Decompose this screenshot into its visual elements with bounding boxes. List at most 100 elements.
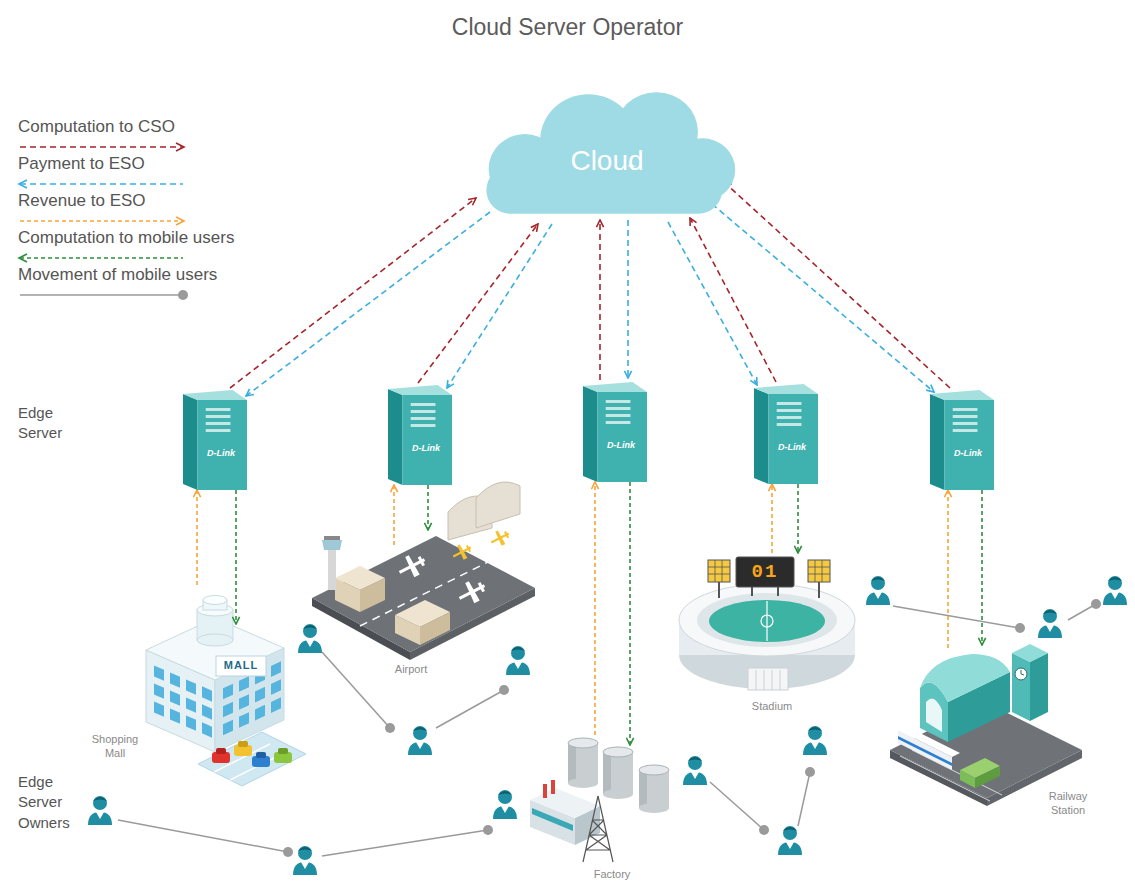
shopping-mall-illustration-part <box>238 741 248 747</box>
legend-line-sample <box>18 178 190 190</box>
movement-lines-part <box>499 685 509 695</box>
shopping-mall-illustration-part-part <box>186 697 196 712</box>
server-vent <box>206 429 231 432</box>
shopping-mall-illustration-part <box>216 656 266 676</box>
shopping-mall-illustration-part-part <box>271 697 281 713</box>
stadium-illustration-part <box>777 587 779 596</box>
dashed-arrow <box>196 490 198 585</box>
airport-illustration-part <box>450 541 474 564</box>
factory-illustration-part <box>543 784 547 798</box>
site-label: Shopping Mall <box>86 733 144 761</box>
factory-illustration <box>530 738 669 862</box>
dashed-arrow <box>418 224 538 383</box>
server-top <box>388 385 452 395</box>
site-label: Railway Station <box>1038 790 1098 818</box>
server-vent <box>606 414 631 417</box>
legend-text: Movement of mobile users <box>18 265 217 285</box>
stadium-illustration-part <box>718 582 720 598</box>
site-node: Shopping Mall <box>84 585 308 795</box>
dashed-arrow <box>668 222 757 385</box>
server-top <box>754 384 818 394</box>
shopping-mall-illustration-part <box>154 665 212 737</box>
server-front <box>402 395 452 485</box>
stadium-illustration-part <box>808 560 830 582</box>
server-vent <box>953 408 978 411</box>
dashed-arrow <box>724 182 950 388</box>
dashed-arrow <box>797 484 799 553</box>
dashed-arrow <box>230 198 476 388</box>
mobile-users <box>88 576 1127 875</box>
server-shape <box>183 388 247 490</box>
server-shape <box>583 380 647 482</box>
site-label: Airport <box>386 663 436 677</box>
server-brand: D-Link <box>944 448 992 458</box>
edge-server: D-Link <box>930 388 994 490</box>
shopping-mall-illustration-part-part <box>202 686 212 701</box>
mobile-users-part <box>778 826 802 855</box>
airport-illustration-part <box>328 550 336 590</box>
dashed-arrow <box>981 490 983 645</box>
airport-illustration-part <box>395 550 430 582</box>
server-vent <box>411 410 436 413</box>
legend-line-sample <box>18 252 190 264</box>
server-side <box>930 394 944 490</box>
server-vent <box>953 422 978 425</box>
shopping-mall-illustration-part-part <box>271 679 281 695</box>
movement-lines-part <box>436 690 504 728</box>
dashed-arrow <box>447 224 552 388</box>
railway-station-illustration-part <box>1021 670 1024 675</box>
movement-lines-part <box>322 830 488 856</box>
server-vent <box>411 403 436 406</box>
dashed-arrow <box>629 482 631 745</box>
mobile-users-part <box>293 846 317 875</box>
shopping-mall-illustration-part <box>197 634 233 646</box>
airport-illustration-part <box>322 540 342 550</box>
factory-illustration-part <box>568 738 598 748</box>
movement-lines-part <box>283 847 293 857</box>
movement-lines <box>118 599 1101 857</box>
shopping-mall-illustration-part-part <box>202 722 212 737</box>
movement-lines-part <box>385 723 395 733</box>
server-vent <box>777 402 802 405</box>
legend-line <box>20 257 183 259</box>
factory-illustration-part <box>568 743 598 783</box>
airport-illustration-part <box>476 482 520 528</box>
mobile-users-part <box>866 576 890 605</box>
legend-line-sample <box>18 141 190 153</box>
railway-station-illustration-part <box>926 698 942 732</box>
dashed-arrow <box>947 490 949 648</box>
factory-illustration-part <box>603 752 633 794</box>
legend-line-sample <box>18 289 190 301</box>
server-top <box>583 382 647 392</box>
shopping-mall-illustration-part <box>198 732 306 786</box>
airport-illustration-part <box>360 578 385 612</box>
factory-illustration-part <box>568 778 598 788</box>
server-top <box>930 390 994 400</box>
stadium-illustration-part <box>748 668 788 690</box>
railway-station-illustration <box>890 644 1082 806</box>
factory-illustration-part <box>568 743 576 783</box>
legend-text: Computation to mobile users <box>18 228 234 248</box>
mobile-users-part <box>506 646 530 675</box>
legend-arrowhead <box>19 254 27 262</box>
movement-lines-part <box>322 652 390 728</box>
server-vent <box>606 400 631 403</box>
airport-illustration-part <box>312 536 535 652</box>
dashed-arrow <box>690 218 776 382</box>
airport-illustration-part <box>488 527 512 550</box>
stadium-illustration-part <box>756 670 780 690</box>
shopping-mall-illustration <box>146 596 306 787</box>
airport-illustration-part <box>324 536 340 540</box>
site-node: Factory <box>520 735 685 885</box>
server-shape <box>930 388 994 490</box>
shopping-mall-illustration-part-part <box>223 720 233 736</box>
edge-server: D-Link <box>754 382 818 484</box>
movement-lines-part <box>798 772 810 826</box>
airport-illustration-part <box>455 576 490 608</box>
server-side <box>583 386 597 482</box>
edge-server: D-Link <box>388 383 452 485</box>
factory-illustration-part <box>639 765 669 775</box>
dashed-arrow <box>627 220 629 378</box>
legend-arrowhead <box>176 143 184 151</box>
